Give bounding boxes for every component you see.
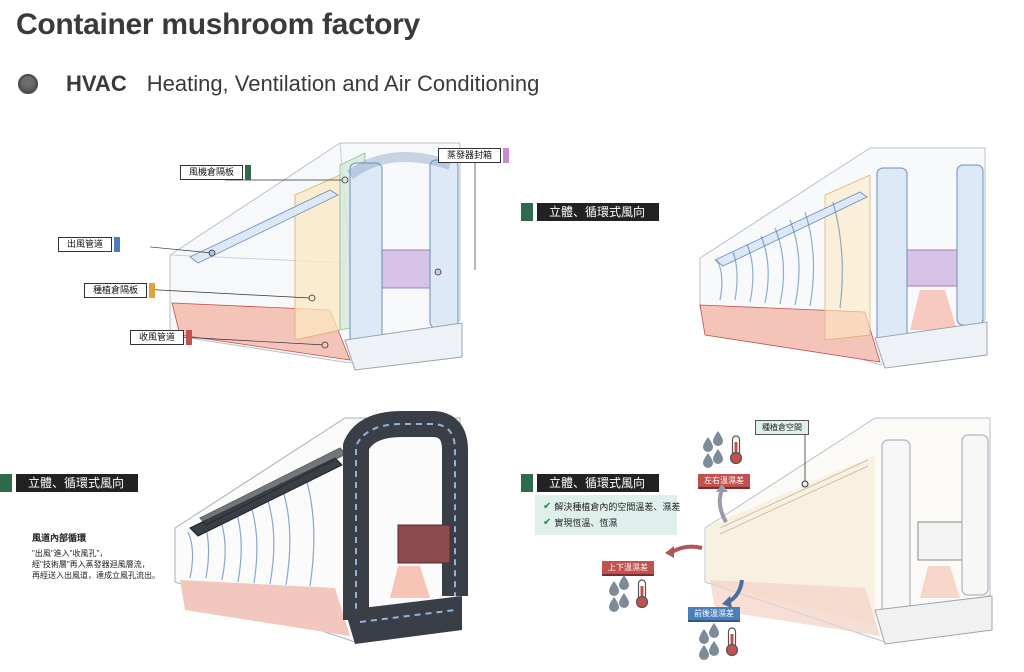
temp-humidity-illustration — [704, 417, 993, 645]
note-title: 風道內部循環 — [32, 533, 87, 543]
benefits-box: ✔解決種植倉內的空間溫差、濕差 ✔實現恆溫、恆濕 — [535, 495, 680, 535]
diagram-airflow-overview — [695, 140, 995, 372]
duct-circulation-illustration — [174, 411, 468, 644]
note-line: 再經送入出風道，達成立風孔流出。 — [32, 571, 160, 580]
check-icon: ✔ — [543, 517, 552, 528]
callout-left-right-diff: 左右溫濕差 — [698, 474, 750, 489]
diagram-temp-humidity — [700, 410, 1000, 646]
label-evaporator-enclosure: 蒸發器封箱 — [438, 148, 510, 163]
container-components-illustration — [150, 142, 476, 371]
thermometer-icon — [635, 579, 649, 609]
benefit-item: ✔解決種植倉內的空間溫差、濕差 — [543, 499, 680, 515]
bullet-icon — [18, 74, 38, 94]
water-drop-icon — [609, 575, 629, 612]
note-line: "出風"進入"收風孔"， — [32, 549, 108, 558]
section-heading: HVAC Heating, Ventilation and Air Condit… — [18, 70, 539, 98]
curved-arrow-icon — [671, 544, 703, 554]
label-outlet-duct: 出風管道 — [58, 237, 121, 252]
airflow-banner-internal: 立體、循環式風向 — [0, 474, 139, 492]
section-description: Heating, Ventilation and Air Conditionin… — [146, 71, 540, 96]
check-icon: ✔ — [543, 501, 552, 512]
page-title: Container mushroom factory — [16, 8, 420, 41]
airflow-overview-illustration — [699, 147, 988, 369]
callout-up-down-diff: 上下溫濕差 — [602, 561, 654, 576]
section-acronym: HVAC — [66, 71, 127, 96]
callout-front-back-diff: 前後溫濕差 — [688, 607, 740, 622]
airflow-banner-overview: 立體、循環式風向 — [521, 203, 660, 221]
benefit-item: ✔實現恆溫、恆濕 — [543, 515, 669, 531]
label-return-duct: 收風管道 — [130, 330, 193, 345]
callout-grow-space: 種植倉空間 — [755, 420, 809, 435]
airflow-banner-benefits: 立體、循環式風向 — [521, 474, 660, 492]
note-line: 經"技術層"再入蒸發器迴風層流， — [32, 560, 150, 569]
label-grow-partition: 種植倉隔板 — [84, 283, 156, 298]
internal-circulation-note: 風道內部循環 "出風"進入"收風孔"， 經"技術層"再入蒸發器迴風層流， 再經送… — [32, 533, 160, 581]
diagram-duct-circulation — [170, 410, 470, 646]
label-fan-partition: 風機倉隔板 — [180, 165, 252, 180]
diagram-components — [150, 135, 495, 375]
